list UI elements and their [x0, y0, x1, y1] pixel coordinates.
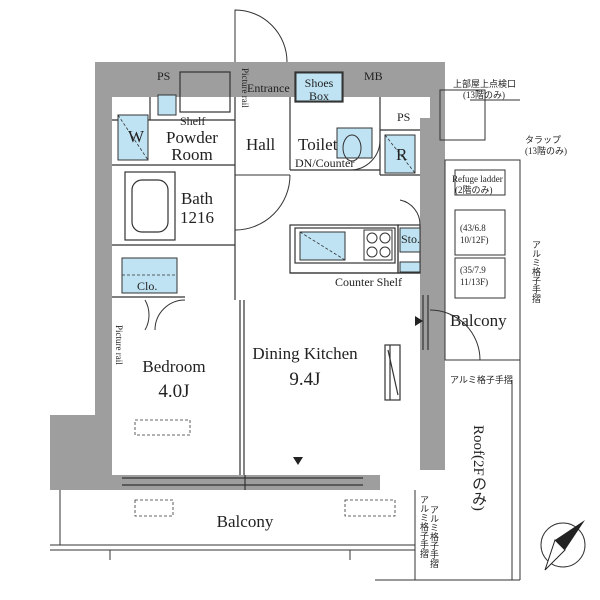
toilet-bowl — [342, 134, 362, 162]
refrigerator-label: R — [396, 145, 408, 164]
closet-fill — [121, 257, 178, 294]
bedroom-label-2: 4.0J — [158, 381, 190, 402]
rail-bottom-note: アルミ格子手摺 — [450, 375, 513, 385]
bath-label-1: Bath — [180, 189, 214, 208]
shoes-box-label-2: Box — [308, 89, 330, 103]
arrows — [293, 316, 423, 465]
shoes-box-label-1: Shoes — [304, 76, 334, 90]
balcony-side-label: Balcony — [450, 311, 507, 330]
ps-label-right: PS — [397, 110, 411, 124]
trap-note-2: (13階のみ) — [525, 146, 567, 156]
shoes-box-fill — [295, 72, 343, 102]
powder-room-label-2: Room — [171, 145, 213, 164]
inspection-port-note-1: 上部屋上点検口 — [453, 79, 517, 89]
hall-label: Hall — [246, 135, 276, 154]
ps-label-top: PS — [157, 69, 171, 83]
balcony-bottom-label: Balcony — [216, 512, 274, 531]
compass — [540, 520, 586, 571]
stove-block — [399, 227, 421, 253]
outdoor-unit-2-label-1: (35/7.9 — [460, 265, 486, 275]
mb-label: MB — [364, 69, 383, 83]
stove-label: Sto. — [401, 232, 421, 246]
shelf-label: Shelf — [180, 114, 206, 128]
rail-balcony-side-note: アルミ格子手摺 — [419, 495, 429, 558]
outdoor-unit-2-label-2: 11/13F) — [460, 277, 489, 287]
dining-kitchen-label-1: Dining Kitchen — [252, 344, 358, 363]
closet-label: Clo. — [137, 279, 158, 293]
rail-balcony-bottom-note: アルミ格子手摺 — [429, 505, 439, 568]
trap-note-1: タラップ — [525, 135, 562, 145]
roof-label: Roof(2Fのみ) — [470, 425, 486, 511]
toilet-label: Toilet — [298, 135, 338, 154]
bedroom-label-1: Bedroom — [142, 357, 206, 376]
balcony-bottom — [50, 490, 520, 581]
washer-label: W — [128, 127, 145, 146]
bath-label-2: 1216 — [180, 208, 214, 227]
wall-block-top-mid — [400, 62, 445, 97]
outdoor-unit-1-label-2: 10/12F) — [460, 235, 489, 245]
shelf-block — [157, 94, 177, 116]
dn-counter-label: DN/Counter — [295, 156, 355, 170]
refuge-ladder-label-2: (2階のみ) — [455, 185, 493, 195]
outdoor-unit-1-label-1: (43/6.8 — [460, 223, 486, 233]
picture-rail-left-label: Picture rail — [114, 325, 124, 365]
counter-block — [399, 261, 421, 273]
refuge-ladder-label-1: Refuge ladder — [452, 174, 503, 184]
inspection-port-note-2: (13階のみ) — [463, 90, 505, 100]
stove-burners — [363, 229, 393, 261]
dining-kitchen-label-2: 9.4J — [289, 369, 321, 390]
interior-lines — [112, 71, 429, 490]
rail-right-note: アルミ格子手摺 — [531, 240, 541, 303]
fixture-lines — [117, 114, 416, 517]
counter-shelf-label: Counter Shelf — [335, 275, 402, 289]
balcony-right — [439, 89, 521, 580]
picture-rail-hall-label: Picture rail — [240, 68, 250, 108]
doors — [144, 9, 481, 361]
toilet-fixture — [336, 127, 373, 159]
entrance-label: Entrance — [247, 81, 290, 95]
powder-room-label-1: Powder — [166, 128, 218, 147]
